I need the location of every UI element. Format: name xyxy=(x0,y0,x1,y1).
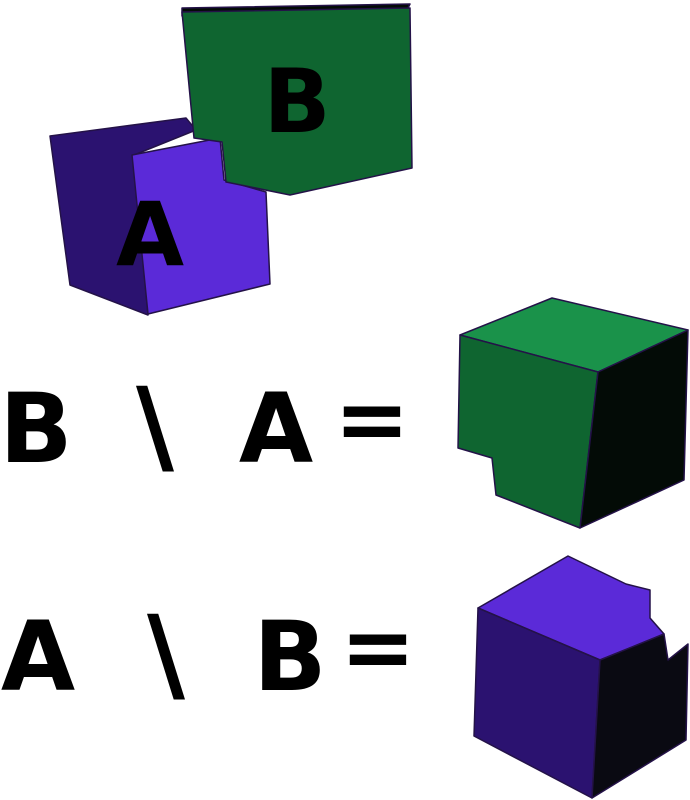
equation-2-left-set: A xyxy=(1,601,75,713)
top-figure: A B xyxy=(49,3,413,316)
result-cube-b-minus-a xyxy=(457,297,689,529)
equation-2-equals-sign: = xyxy=(340,595,415,700)
equation-1-right-set: A xyxy=(239,373,313,485)
equation-b-minus-a: B \ A = xyxy=(0,297,689,529)
result-2-right-face xyxy=(591,633,689,799)
equation-2-right-set: B xyxy=(253,601,326,713)
result-cube-a-minus-b xyxy=(473,555,689,799)
equation-1-operator: \ xyxy=(136,365,174,487)
cube-b-label: B xyxy=(263,50,330,153)
equation-a-minus-b: A \ B = xyxy=(1,555,689,799)
equation-2-operator: \ xyxy=(147,593,185,715)
cube-b-front-face xyxy=(181,7,413,196)
equation-1-left-set: B xyxy=(0,373,73,485)
cube-b xyxy=(181,3,413,196)
result-1-right-face xyxy=(579,329,689,529)
cube-a xyxy=(49,117,271,316)
cube-a-label: A xyxy=(116,183,184,286)
equation-1-equals-sign: = xyxy=(334,367,409,472)
